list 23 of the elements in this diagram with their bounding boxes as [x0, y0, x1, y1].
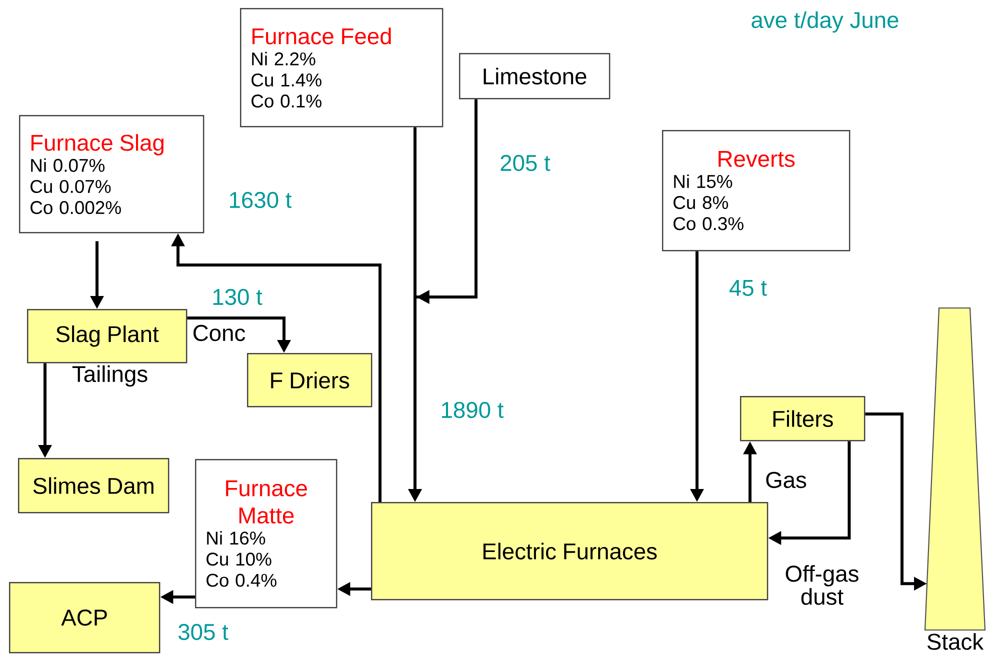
edge-label: 130 t [210, 287, 264, 307]
process-box: F Driers [247, 353, 372, 408]
edge-label: Tailings [70, 364, 150, 388]
process-box: ACP [9, 582, 160, 654]
edge-label: Gas [763, 470, 809, 490]
process-box: Filters [740, 396, 866, 442]
edge-label: 45 t [727, 278, 769, 298]
stack-label: Stack [928, 633, 984, 650]
composition-box: Furnace Feed Ni 2.2% Cu 1.4% Co 0.1% [240, 8, 444, 128]
edge-label: 305 t [176, 622, 230, 642]
composition-box: Furnace Slag Ni 0.07% Cu 0.07% Co 0.002% [19, 115, 204, 234]
edge-label: 1630 t [226, 190, 294, 210]
process-box: Slimes Dam [18, 458, 170, 514]
title: ave t/day June [752, 11, 898, 33]
process-box: Limestone [459, 53, 610, 100]
process-box: Electric Furnaces [371, 502, 768, 600]
process-box: Slag Plant [27, 309, 188, 364]
stream-label: Conc [194, 324, 246, 342]
composition-box: Furnace Matte Ni 16% Cu 10% Co 0.4% [195, 459, 338, 608]
composition-box: Reverts Ni 15% Cu 8% Co 0.3% [662, 130, 850, 252]
edge-label: 205 t [498, 153, 552, 173]
edge-label: 1890 t [438, 400, 506, 420]
edge-label: Off-gas dust [772, 563, 872, 607]
